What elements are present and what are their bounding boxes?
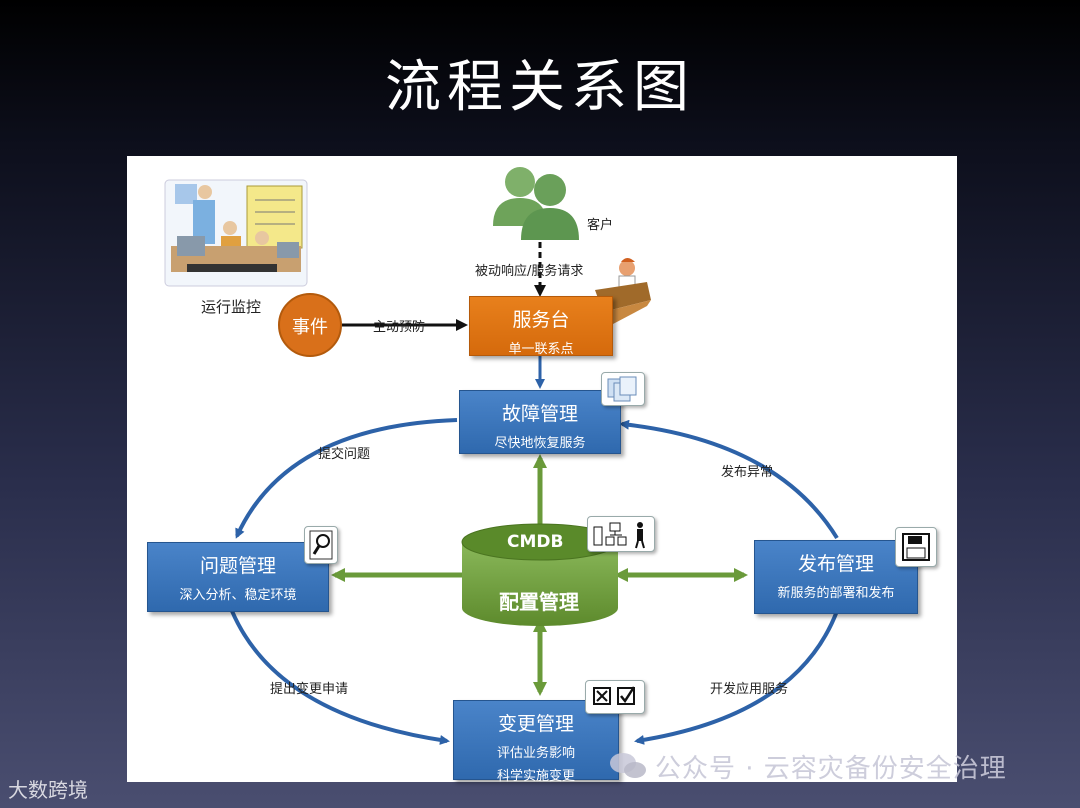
diagram-connectors [164, 167, 839, 745]
edge-passive-label: 被动响应/服务请求 [475, 264, 584, 279]
change-subtitle-2: 科学实施变更 [496, 769, 575, 784]
incident-title: 故障管理 [501, 403, 578, 425]
operator-illustration [595, 258, 651, 324]
event-circle [278, 293, 342, 357]
curve-release-to-incident [619, 419, 839, 540]
floppy-disk-icon [895, 527, 937, 567]
curve-problem-to-change [230, 610, 450, 745]
cmdb-label: 配置管理 [499, 590, 579, 614]
release-subtitle: 新服务的部署和发布 [777, 586, 895, 601]
incident-subtitle: 尽快地恢复服务 [494, 436, 586, 451]
change-title: 变更管理 [497, 713, 574, 735]
wechat-icon [610, 753, 646, 778]
problem-title: 问题管理 [199, 555, 276, 577]
customer-people-icon [493, 167, 579, 240]
incident-box[interactable]: 故障管理 尽快地恢复服务 [459, 390, 621, 454]
cmdb-top-label: CMDB [507, 532, 564, 552]
checkbox-icon [585, 680, 645, 714]
slide-title: 流程关系图 [385, 55, 695, 120]
org-chart-icon [587, 516, 655, 552]
problem-subtitle: 深入分析、稳定环境 [179, 588, 297, 603]
service-desk-title: 服务台 [512, 309, 570, 331]
change-box[interactable]: 变更管理 评估业务影响 科学实施变更 [453, 700, 619, 784]
diagram-panel: 客户 运行监控 被动响应/服务请求 主动预防 提交问题 发布异常 提出变更申请 … [127, 156, 957, 784]
release-title: 发布管理 [797, 553, 874, 575]
change-subtitle-1: 评估业务影响 [496, 746, 575, 761]
documents-icon [601, 372, 645, 406]
cmdb-cylinder [461, 523, 619, 626]
magnifier-icon [304, 526, 338, 564]
watermark-text: 公众号 · 云容灾备份安全治理 [655, 754, 1007, 784]
edge-dev-app-label: 开发应用服务 [710, 682, 789, 697]
corner-logo: 大数跨境 [8, 778, 88, 802]
event-label: 事件 [292, 317, 328, 338]
curve-incident-to-problem [235, 418, 458, 539]
edge-submit-change-label: 提出变更申请 [270, 682, 349, 697]
service-desk-box[interactable]: 服务台 单一联系点 [469, 296, 613, 357]
problem-box[interactable]: 问题管理 深入分析、稳定环境 [147, 542, 329, 612]
service-desk-subtitle: 单一联系点 [508, 342, 574, 357]
monitoring-label: 运行监控 [201, 298, 262, 316]
customer-label: 客户 [587, 218, 614, 233]
monitoring-illustration [164, 179, 308, 287]
edge-proactive-label: 主动预防 [373, 320, 426, 335]
release-box[interactable]: 发布管理 新服务的部署和发布 [754, 540, 918, 614]
edge-submit-problem-label: 提交问题 [318, 447, 371, 462]
edge-release-exception-label: 发布异常 [721, 465, 774, 480]
curve-release-to-change [634, 610, 839, 745]
